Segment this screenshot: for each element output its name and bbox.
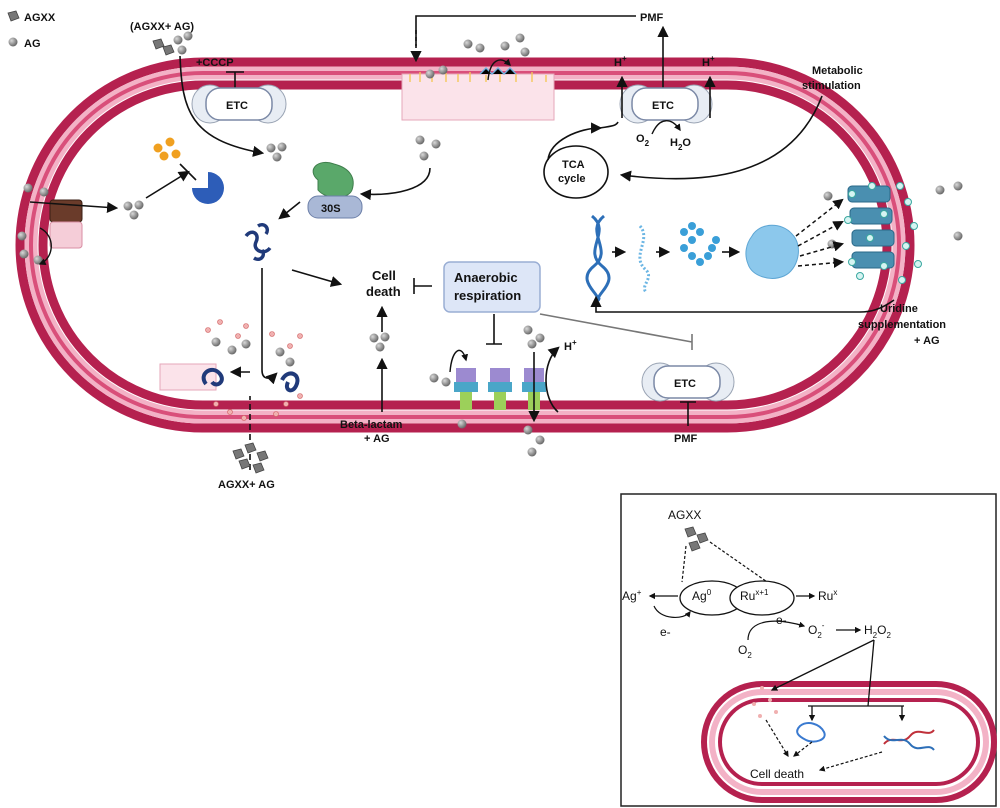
inset-cell-death: Cell death [750,767,804,781]
inset-e-minus-right: e- [776,613,787,627]
legend-ag: AG [24,38,41,50]
cell-death-main: Cell death Beta-lactam + AG [340,268,403,445]
pmf-top: PMF [410,12,669,88]
dna-to-protein [585,198,845,302]
cccp-inhibition [226,71,244,88]
beta-lactam-label-2: + AG [364,433,390,445]
legend: AGXX AG [7,10,56,50]
etc-label-right: ETC [652,100,674,112]
misfolded-protein-icon [244,222,272,262]
metabolic-label-1: Metabolic [812,65,863,77]
metabolic-label-2: stimulation [802,80,861,92]
anaerobic-respiration: Anaerobic respiration [413,261,693,350]
etc-label-bottom: ETC [674,378,696,390]
agxx-ag-top-cluster: (AGXX+ AG) [130,21,287,162]
tca-label-1: TCA [562,159,585,171]
cell-death-label-2: death [366,284,401,299]
inset-h2o2: H2O2 [864,623,891,640]
anaerobic-label-1: Anaerobic [454,270,518,285]
membrane-transport-region [401,33,555,121]
inset-ru-x: Rux [818,588,837,603]
inset-e-minus-left: e- [660,625,671,639]
agxx-ag-bottom-label: AGXX+ AG [218,479,275,491]
agxx-legend-icon [7,10,20,22]
cell-death-label-1: Cell [372,268,396,283]
agxx-ag-top-label: (AGXX+ AG) [130,21,194,33]
uridine-supplementation: Uridine supplementation + AG [590,295,946,347]
o2-label: O2 [636,133,650,148]
ribosome-region: 30S [244,135,441,385]
h2o-label: H2O [670,137,691,152]
inset-o2: O2 [738,643,752,660]
ribosome-30s-label: 30S [321,203,341,215]
tca-label-2: cycle [558,173,586,185]
cccp-label: +CCCP [196,57,234,69]
bottom-transporters: H+ [429,325,577,457]
uridine-label-2: supplementation [858,319,946,331]
etc-complex-left: ETC [191,84,287,124]
legend-agxx: AGXX [24,12,56,24]
inset-panel: AGXX Ag0 Rux+1 Ag+ Rux e- e- O2 O2- H2O2 [620,493,997,807]
inset-ag0: Ag0 [692,588,712,603]
etc-complex-right: ETC H+ H+ O2 H2O [614,54,716,152]
h-plus-right: H+ [702,54,715,69]
efflux-pump [823,181,963,284]
h-plus-bottom: H+ [564,338,577,353]
beta-lactam-label-1: Beta-lactam [340,419,403,431]
metabolic-stimulation: Metabolic stimulation [619,65,863,182]
inset-ru-x1: Rux+1 [740,588,769,603]
pmf-top-label: PMF [640,12,664,24]
left-entry [17,137,224,266]
ag-legend-icon [8,37,18,47]
uridine-label-1: Uridine [880,303,918,315]
inset-ag-plus: Ag+ [622,588,642,603]
h-plus-left: H+ [614,54,627,69]
tca-cycle: TCA cycle [543,121,619,199]
inset-agxx-label: AGXX [668,508,701,522]
inset-superoxide: O2- [808,621,825,640]
uridine-label-3: + AG [914,335,940,347]
etc-label-left: ETC [226,100,248,112]
membrane-disruption: AGXX+ AG [159,319,303,491]
etc-complex-bottom: ETC PMF [641,362,735,445]
pmf-bottom-label: PMF [674,433,698,445]
anaerobic-label-2: respiration [454,288,521,303]
